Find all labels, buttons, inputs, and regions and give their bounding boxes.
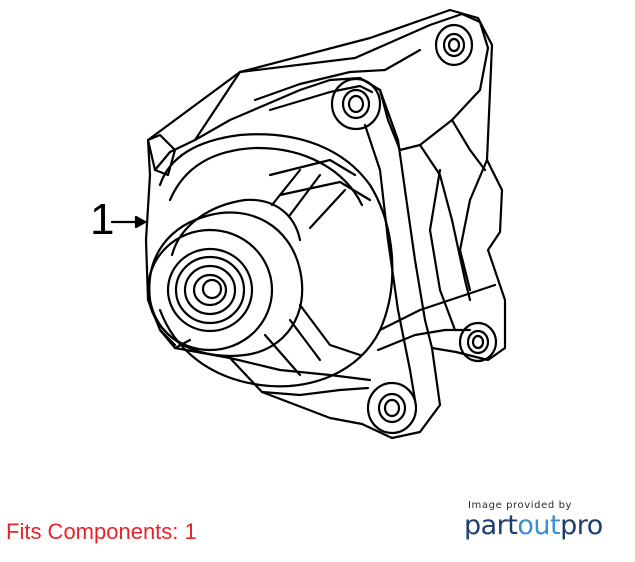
image-credit: Image provided by partoutpro (460, 498, 625, 548)
fits-components-label: Fits Components: 1 (6, 519, 197, 544)
mount-hole-upper-center (330, 77, 382, 131)
alternator-diagram (110, 8, 507, 440)
stator-housing (158, 133, 394, 388)
brand-part-2: out (517, 510, 561, 541)
partoutpro-logo: partoutpro (464, 510, 603, 542)
pulley (146, 198, 304, 357)
callout-arrow (110, 215, 147, 229)
brand-part-1: part (464, 510, 518, 541)
callout-number: 1 (90, 195, 115, 244)
mount-hole-bottom (366, 381, 418, 435)
mount-hole-lower-right (458, 321, 498, 363)
mount-hole-top-right (434, 23, 474, 67)
credit-caption: Image provided by (468, 500, 573, 511)
brand-part-3: pro (560, 510, 603, 541)
top-bracket (193, 12, 490, 152)
